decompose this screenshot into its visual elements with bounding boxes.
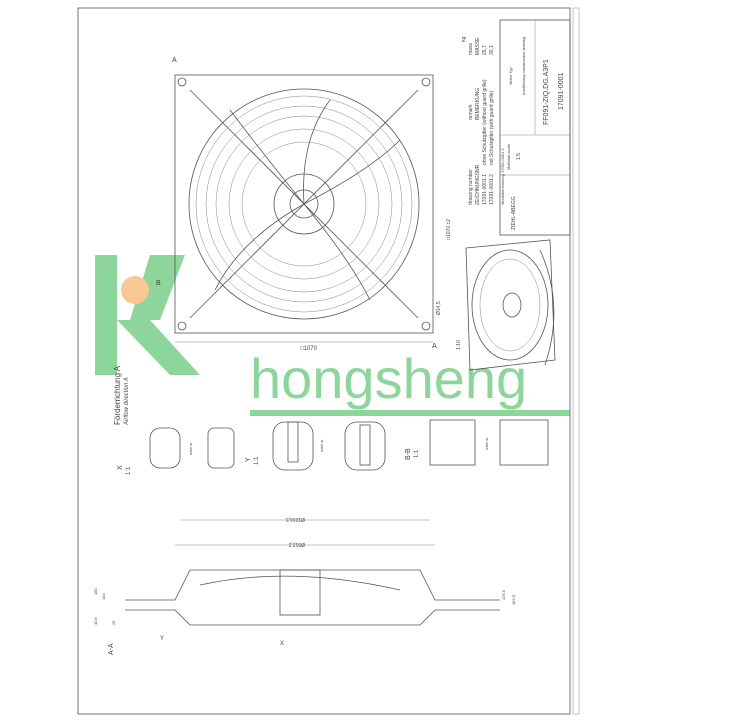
variants-table: □1070 ±2 drawing number remark mass ZEIC… [446, 37, 505, 241]
dim-h180: 180 [93, 588, 98, 595]
section-aa-label: A-A [108, 643, 115, 655]
airflow-en: Airflow direction A [124, 377, 130, 426]
scale-value: 1:5 [516, 153, 522, 160]
or-label: oder or [484, 437, 489, 450]
or-label: oder or [188, 442, 193, 455]
variant-cell: 17091-0001.1 [482, 174, 488, 205]
isometric-view [465, 239, 556, 371]
dim-square: □1070 [300, 346, 318, 352]
mass-unit: kg [461, 37, 467, 43]
dim-h182: 182,5 [511, 594, 516, 605]
detail-x-scale: 1:1 [126, 466, 132, 475]
watermark-text: hongsheng [250, 347, 527, 410]
scale-label: Maßstab scale [506, 143, 511, 170]
front-view: □1070 Ø14,5 A A B 1:10 [156, 57, 462, 352]
motor-label: Motor Typ [508, 67, 513, 85]
variant-cell: mit Schutzgitter (with guard grille) [489, 90, 495, 165]
detail-y-scale: 1:1 [254, 456, 260, 465]
dim-outer-dia: Ø1016,5 [286, 516, 305, 522]
view-scale: 1:10 [456, 340, 462, 350]
detail-x-label: X [117, 465, 124, 470]
drawing-frame [77, 7, 571, 715]
section-a-bottom: A [432, 343, 437, 350]
variant-cell: ZEICHNUNGSNR [475, 164, 481, 205]
dim-corner: Ø14,5 [436, 301, 442, 315]
variant-cell: BEMERKUNG [475, 88, 481, 120]
variant-header: remark [468, 104, 474, 120]
airflow-label: Förderrichtung A Airflow direction A [113, 365, 130, 426]
section-aa-view: Ø1016,5 Ø912,2 A-A Y X 180 144 40,5 25 1… [93, 516, 516, 655]
dim-t25: 25 [111, 620, 116, 625]
callout-x: X [280, 641, 284, 647]
airflow-de: Förderrichtung A [113, 365, 122, 425]
doc-type: Ausführung construction drawing [521, 37, 526, 95]
detail-bb-label: B-B [405, 448, 412, 460]
callout-y: Y [160, 636, 164, 642]
variant-cell: 17091-0001.2 [489, 174, 495, 205]
variant-header: mass [468, 43, 474, 55]
title-block: ZIEHL-ABEGG Maßstab scale 1:5 FF091-ZIQ.… [499, 19, 571, 236]
variant-cell: ohne Schutzgitter (without guard grille) [482, 79, 488, 165]
section-b: B [156, 280, 161, 287]
watermark-logo: hongsheng [95, 255, 570, 416]
dim-h144: 144 [101, 593, 106, 600]
variant-cell: 30,1 [489, 45, 495, 55]
detail-bb-scale: 1:1 [414, 449, 420, 458]
dim-inner-dia: Ø912,2 [288, 541, 305, 547]
detail-y-label: Y [245, 457, 252, 462]
frame-border-strip [572, 7, 580, 715]
variant-cell: 25,7 [482, 45, 488, 55]
variant-cell: MASSE [475, 37, 481, 55]
dim-h126: 126,5 [501, 589, 506, 600]
variant-note: Modulbenennung 17091-0001.2 [500, 148, 505, 205]
dim-t40: 40,5 [93, 616, 98, 625]
section-a-top: A [172, 57, 177, 64]
dim-square-tol: □1070 ±2 [446, 219, 452, 240]
detail-views: X 1:1 oder or Y 1:1 oder or B-B 1:1 oder… [117, 419, 549, 475]
drawing-number: 17091-0001 [558, 73, 565, 110]
variant-header: drawing number [468, 169, 474, 205]
product-name: FF091-ZIQ.DG.A3P1 [543, 59, 550, 125]
company-logo: ZIEHL-ABEGG [511, 196, 517, 230]
or-label: oder or [319, 439, 324, 452]
